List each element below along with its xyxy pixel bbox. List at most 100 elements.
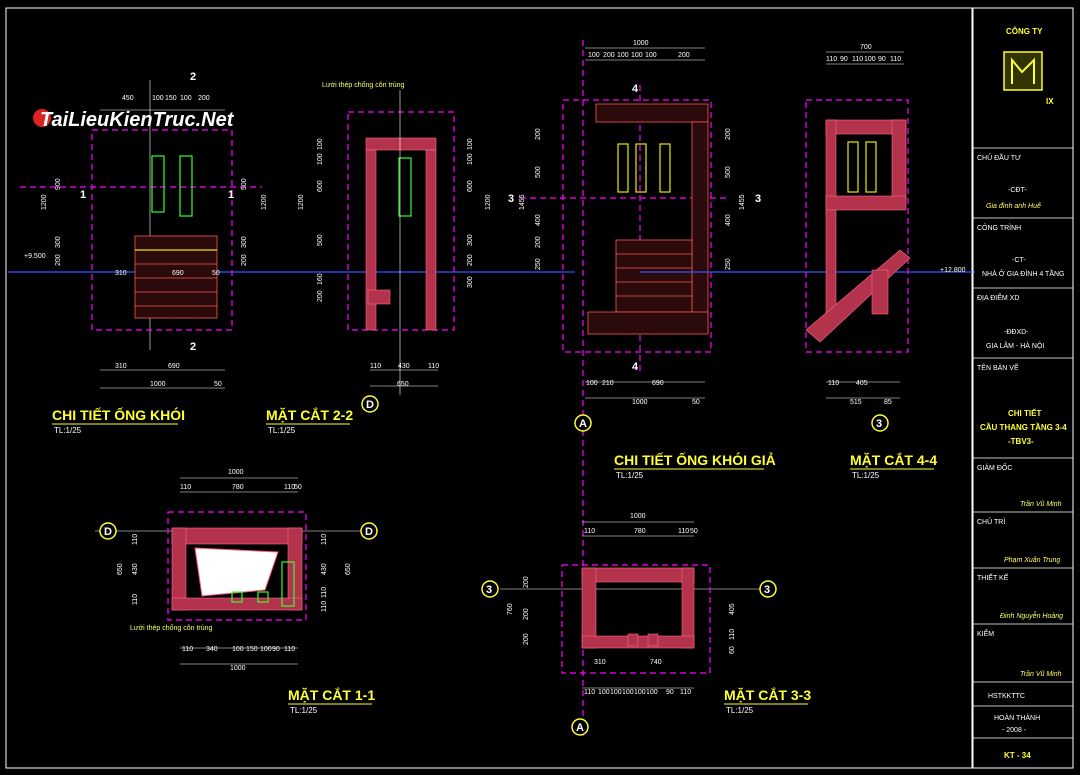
svg-text:160: 160: [317, 273, 324, 285]
svg-text:CÔNG TRÌNH: CÔNG TRÌNH: [977, 223, 1021, 232]
svg-text:50: 50: [692, 399, 700, 406]
svg-text:TL:1/25: TL:1/25: [290, 706, 318, 715]
svg-text:110: 110: [729, 629, 736, 640]
svg-text:250: 250: [725, 258, 732, 270]
svg-text:300: 300: [241, 236, 248, 248]
svg-text:100: 100: [645, 52, 657, 59]
svg-text:200: 200: [523, 633, 530, 645]
svg-text:100: 100: [317, 138, 324, 150]
svg-text:110: 110: [321, 587, 328, 598]
svg-text:TL:1/25: TL:1/25: [726, 706, 754, 715]
svg-text:NHÀ Ở GIA ĐÌNH 4 TẦNG: NHÀ Ở GIA ĐÌNH 4 TẦNG: [982, 268, 1065, 278]
svg-text:100: 100: [864, 56, 876, 63]
svg-text:110: 110: [852, 56, 863, 63]
svg-text:2: 2: [190, 341, 196, 353]
drawing-title: CHI TIẾT ỐNG KHÓI: [52, 406, 185, 423]
svg-text:100: 100: [598, 689, 610, 696]
svg-text:400: 400: [535, 214, 542, 226]
svg-text:TL:1/25: TL:1/25: [268, 426, 296, 435]
svg-text:200: 200: [317, 290, 324, 302]
svg-text:1000: 1000: [633, 40, 649, 47]
svg-text:1000: 1000: [150, 381, 166, 388]
svg-text:1: 1: [228, 189, 234, 201]
svg-text:50: 50: [690, 528, 698, 535]
svg-text:200: 200: [241, 254, 248, 266]
svg-text:CÔNG TY: CÔNG TY: [1006, 27, 1043, 36]
svg-text:85: 85: [884, 399, 892, 406]
svg-text:310: 310: [115, 270, 127, 277]
svg-text:200: 200: [55, 254, 62, 266]
svg-text:500: 500: [535, 166, 542, 178]
svg-text:340: 340: [206, 646, 218, 653]
svg-text:4: 4: [632, 83, 639, 95]
svg-text:D: D: [366, 399, 374, 411]
svg-text:100: 100: [467, 153, 474, 165]
svg-text:HOÀN THÀNH: HOÀN THÀNH: [994, 713, 1040, 722]
svg-text:690: 690: [172, 270, 184, 277]
svg-text:110: 110: [182, 646, 193, 653]
svg-text:TaiLieuKienTruc.Net: TaiLieuKienTruc.Net: [40, 109, 235, 131]
svg-text:A: A: [579, 418, 587, 430]
svg-text:- 2008 -: - 2008 -: [1002, 727, 1027, 734]
svg-text:IX: IX: [1046, 97, 1054, 106]
svg-text:110: 110: [284, 484, 295, 491]
svg-text:3: 3: [876, 418, 882, 430]
svg-text:500: 500: [725, 166, 732, 178]
svg-text:650: 650: [397, 381, 409, 388]
svg-text:110: 110: [680, 689, 691, 696]
svg-text:1000: 1000: [630, 513, 646, 520]
svg-text:400: 400: [725, 214, 732, 226]
sheet-border: [5, 7, 973, 769]
svg-text:650: 650: [117, 563, 124, 575]
svg-text:250: 250: [535, 258, 542, 270]
svg-text:90: 90: [878, 56, 886, 63]
svg-text:200: 200: [467, 254, 474, 266]
svg-text:CHI TIẾT: CHI TIẾT: [1008, 408, 1041, 418]
watermark: TaiLieuKienTruc.Net: [33, 109, 235, 131]
svg-text:1200: 1200: [485, 194, 492, 210]
svg-text:1000: 1000: [632, 399, 648, 406]
svg-text:-CĐT-: -CĐT-: [1008, 187, 1027, 194]
svg-text:1455: 1455: [739, 194, 746, 210]
drawing-title: MẶT CẮT 3-3: [724, 686, 811, 703]
svg-text:3: 3: [508, 193, 514, 205]
svg-text:Gia đình anh Huế: Gia đình anh Huế: [986, 202, 1042, 210]
svg-text:200: 200: [535, 128, 542, 140]
svg-text:515: 515: [850, 399, 862, 406]
drawing-title: MẶT CẮT 1-1: [288, 686, 375, 703]
svg-text:100: 100: [180, 95, 192, 102]
svg-text:100: 100: [646, 689, 658, 696]
svg-text:450: 450: [122, 95, 134, 102]
svg-text:650: 650: [345, 563, 352, 575]
svg-text:+9.500: +9.500: [24, 253, 46, 260]
svg-text:D: D: [104, 526, 112, 538]
svg-text:HSTKKTTC: HSTKKTTC: [988, 693, 1025, 700]
svg-text:200: 200: [725, 128, 732, 140]
svg-text:D: D: [365, 526, 373, 538]
section-4-4: 700 110 90 110 100 90 110 110 405 515 85…: [805, 44, 937, 480]
svg-text:100: 100: [617, 52, 629, 59]
svg-text:100: 100: [152, 95, 164, 102]
svg-text:1200: 1200: [298, 194, 305, 210]
svg-text:1000: 1000: [230, 665, 246, 672]
svg-text:600: 600: [467, 180, 474, 192]
svg-text:200: 200: [678, 52, 690, 59]
svg-text:780: 780: [232, 484, 244, 491]
svg-text:110: 110: [584, 528, 595, 535]
svg-text:210: 210: [602, 380, 614, 387]
svg-text:1200: 1200: [41, 194, 48, 210]
svg-text:110: 110: [678, 528, 689, 535]
svg-text:+12.800: +12.800: [940, 267, 966, 274]
svg-text:90: 90: [272, 646, 280, 653]
svg-text:KT - 34: KT - 34: [1004, 751, 1031, 760]
svg-text:100: 100: [634, 689, 646, 696]
svg-text:700: 700: [860, 44, 872, 51]
svg-text:CHỦ ĐẦU TƯ: CHỦ ĐẦU TƯ: [977, 152, 1021, 162]
svg-text:600: 600: [317, 180, 324, 192]
svg-text:100: 100: [622, 689, 634, 696]
svg-text:310: 310: [115, 363, 127, 370]
drawing-title: CHI TIẾT ỐNG KHÓI GIẢ: [614, 451, 776, 468]
svg-text:110: 110: [584, 689, 595, 696]
